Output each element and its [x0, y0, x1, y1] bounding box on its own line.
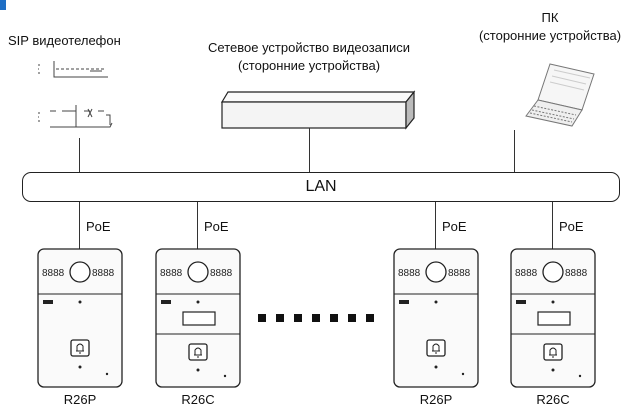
node-link-line	[79, 202, 80, 249]
model-label: R26P	[419, 392, 453, 407]
pc-label-line1: ПК	[541, 10, 559, 25]
intercom-panel-icon: 8888 8888	[393, 248, 479, 388]
lan-label: LAN	[305, 178, 337, 195]
nvr-link-line	[309, 128, 310, 172]
svg-text:8888: 8888	[565, 268, 588, 279]
nvr-label-line1: Сетевое устройство видеозаписи	[208, 40, 410, 55]
intercom-panel-icon: 8888 8888	[510, 248, 596, 388]
svg-text:8888: 8888	[448, 268, 471, 279]
svg-text:8888: 8888	[398, 268, 421, 279]
nvr-label-line2: (сторонние устройства)	[237, 58, 381, 73]
poe-label: PoE	[86, 219, 111, 234]
sip-link-line	[79, 138, 80, 172]
intercom-panel-icon: 8888 8888	[37, 248, 123, 388]
sip-phone-label: SIP видеотелефон	[8, 33, 121, 48]
model-label: R26C	[536, 392, 570, 407]
node-link-line	[552, 202, 553, 249]
svg-text:8888: 8888	[160, 268, 183, 279]
sip-phone-icon	[38, 61, 113, 128]
pc-label-line2: (сторонние устройства)	[478, 28, 622, 43]
poe-label: PoE	[559, 219, 584, 234]
model-label: R26P	[63, 392, 97, 407]
svg-text:8888: 8888	[515, 268, 538, 279]
svg-text:8888: 8888	[92, 268, 115, 279]
nvr-icon	[220, 90, 416, 130]
lan-bus: LAN	[22, 172, 620, 202]
node-link-line	[197, 202, 198, 249]
svg-text:8888: 8888	[210, 268, 233, 279]
laptop-icon	[525, 63, 595, 127]
accent-fragment	[0, 0, 6, 10]
model-label: R26C	[181, 392, 215, 407]
intercom-panel-icon: 8888 8888	[155, 248, 241, 388]
pc-link-line	[514, 130, 515, 172]
svg-text:8888: 8888	[42, 268, 65, 279]
node-link-line	[435, 202, 436, 249]
poe-label: PoE	[204, 219, 229, 234]
ellipsis-dots	[258, 314, 374, 322]
poe-label: PoE	[442, 219, 467, 234]
